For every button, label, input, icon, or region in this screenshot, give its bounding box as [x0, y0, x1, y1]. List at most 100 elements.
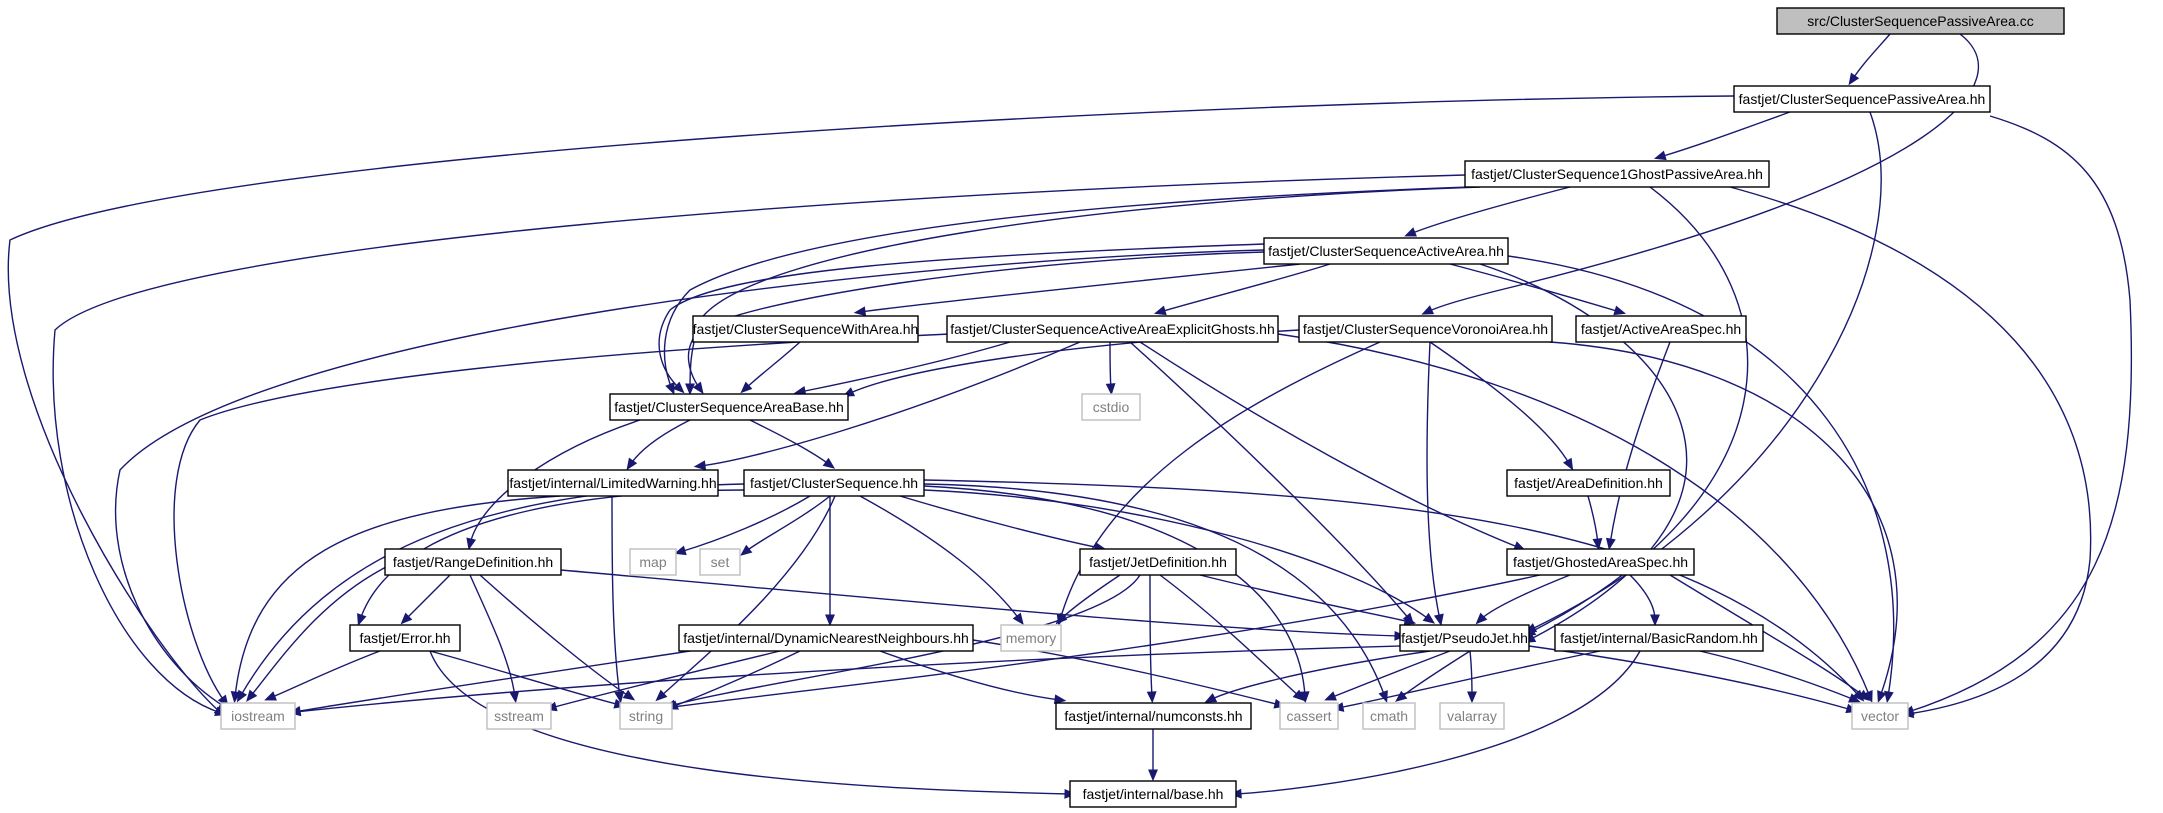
edge-line	[1329, 650, 1451, 699]
edge-line	[429, 650, 1071, 795]
edge-csactive-to-csaaeg	[1153, 263, 1331, 316]
arrow-head-icon	[1395, 690, 1408, 702]
node-label: fastjet/ClusterSequenceActiveArea.hh	[1268, 243, 1504, 259]
node-csvoronoi[interactable]: fastjet/ClusterSequenceVoronoiArea.hh	[1298, 315, 1553, 343]
node-label: fastjet/ActiveAreaSpec.hh	[1581, 321, 1741, 337]
node-box	[1263, 237, 1509, 265]
node-cmath: cmath	[1362, 702, 1416, 730]
edge-line	[749, 419, 831, 466]
arrow-head-icon	[264, 691, 277, 701]
edge-csparea-to-iostream	[7, 95, 1735, 718]
node-box	[220, 702, 296, 730]
node-activeareaspec[interactable]: fastjet/ActiveAreaSpec.hh	[1575, 315, 1747, 343]
edge-line	[1209, 650, 1431, 701]
node-dnn[interactable]: fastjet/internal/DynamicNearestNeighbour…	[678, 624, 974, 652]
arrow-head-icon	[673, 545, 687, 556]
edge-line	[664, 574, 1541, 709]
edge-csaaeg-to-pseudojet	[1129, 341, 1415, 625]
edge-line	[629, 419, 691, 466]
arrow-head-icon	[740, 544, 753, 556]
arrow-head-icon	[1422, 612, 1436, 624]
edge-csactive-to-vector	[1507, 255, 1895, 704]
arrow-head-icon	[1884, 690, 1894, 704]
node-box	[1055, 702, 1252, 730]
edge-line	[1109, 341, 1112, 390]
edge-line	[899, 495, 1101, 549]
arrow-head-icon	[1053, 694, 1067, 705]
edge-line	[1159, 574, 1301, 698]
node-label: fastjet/RangeDefinition.hh	[393, 554, 553, 570]
edge-cs1g-to-csareabase	[663, 186, 1471, 395]
node-csparea[interactable]: fastjet/ClusterSequencePassiveArea.hh	[1733, 85, 1991, 113]
edge-rangedef-to-error	[400, 574, 451, 625]
node-areadef[interactable]: fastjet/AreaDefinition.hh	[1506, 469, 1671, 497]
node-cswitharea[interactable]: fastjet/ClusterSequenceWithArea.hh	[692, 315, 919, 343]
node-csaaeg[interactable]: fastjet/ClusterSequenceActiveAreaExplici…	[946, 315, 1279, 343]
edge-line	[799, 341, 1011, 393]
arrow-head-icon	[1421, 305, 1435, 315]
node-rangedef[interactable]: fastjet/RangeDefinition.hh	[384, 548, 562, 576]
edge-line	[1699, 650, 1856, 701]
edge-line	[1409, 186, 1571, 235]
edge-line	[1139, 341, 1521, 549]
node-box	[1464, 160, 1770, 188]
edge-line	[923, 479, 1861, 698]
arrow-head-icon	[1204, 693, 1218, 703]
edge-line	[1426, 341, 1441, 621]
edge-line	[550, 650, 781, 709]
node-clusterseq[interactable]: fastjet/ClusterSequence.hh	[743, 469, 925, 497]
arrow-head-icon	[1653, 150, 1667, 161]
arrow-head-icon	[853, 306, 867, 317]
node-label: fastjet/PseudoJet.hh	[1401, 630, 1528, 646]
arrow-head-icon	[509, 690, 520, 704]
file-nodes: src/ClusterSequencePassiveArea.cc fastjet…	[220, 7, 2065, 808]
edge-line	[234, 495, 561, 698]
node-label: fastjet/Error.hh	[359, 630, 450, 646]
node-label: string	[629, 708, 663, 724]
node-base[interactable]: fastjet/internal/base.hh	[1069, 780, 1237, 808]
node-root[interactable]: src/ClusterSequencePassiveArea.cc	[1776, 7, 2065, 35]
arrow-head-icon	[1153, 305, 1167, 316]
node-jetdef[interactable]: fastjet/JetDefinition.hh	[1079, 548, 1237, 576]
node-pseudojet[interactable]: fastjet/PseudoJet.hh	[1399, 624, 1530, 652]
edge-line	[1479, 574, 1571, 621]
edge-ghostedarea-to-basicrandom	[1629, 574, 1660, 627]
edge-csactive-to-activeareaspec	[1449, 263, 1627, 316]
node-label: fastjet/ClusterSequencePassiveArea.hh	[1739, 91, 1986, 107]
node-limitedwarning[interactable]: fastjet/internal/LimitedWarning.hh	[507, 469, 719, 497]
edge-line	[114, 249, 1265, 708]
node-csactive[interactable]: fastjet/ClusterSequenceActiveArea.hh	[1263, 237, 1509, 265]
arrow-head-icon	[1403, 615, 1417, 626]
edge-line	[1907, 115, 2133, 713]
edge-root-to-csvoronoi	[1421, 33, 1980, 315]
node-box	[743, 469, 925, 497]
edge-basicrandom-to-vector	[1699, 650, 1861, 703]
node-label: set	[711, 554, 730, 570]
node-box	[1851, 702, 1909, 730]
node-label: fastjet/ClusterSequenceActiveAreaExplici…	[950, 321, 1275, 337]
edge-pseudojet-to-cassert	[1324, 650, 1451, 701]
edge-ghostedarea-to-pseudojet	[1475, 574, 1571, 625]
node-cs1g[interactable]: fastjet/ClusterSequence1GhostPassiveArea…	[1464, 160, 1770, 188]
arrow-head-icon	[685, 383, 695, 396]
node-basicrandom[interactable]: fastjet/internal/BasicRandom.hh	[1554, 624, 1764, 652]
node-csareabase[interactable]: fastjet/ClusterSequenceAreaBase.hh	[609, 393, 849, 421]
arrow-head-icon	[1877, 690, 1887, 703]
edge-error-to-string	[429, 650, 627, 709]
node-error[interactable]: fastjet/Error.hh	[349, 624, 461, 652]
node-box	[1554, 624, 1764, 652]
node-numconsts[interactable]: fastjet/internal/numconsts.hh	[1055, 702, 1252, 730]
edge-rangedef-to-iostream	[246, 564, 391, 702]
node-ghostedarea[interactable]: fastjet/GhostedAreaSpec.hh	[1506, 548, 1695, 576]
edge-cs1g-to-csactive	[1404, 186, 1571, 237]
arrow-head-icon	[626, 457, 638, 471]
node-set: set	[699, 548, 741, 576]
node-label: fastjet/internal/DynamicNearestNeighbour…	[683, 630, 969, 646]
arrow-head-icon	[672, 381, 685, 394]
edge-clusterseq-to-vector	[923, 479, 1865, 702]
node-box	[1079, 548, 1237, 576]
edge-line	[923, 483, 1386, 698]
edge-csactive-to-csareabase	[658, 243, 1265, 394]
arrow-head-icon	[230, 691, 241, 704]
edge-activeareaspec-to-ghostedarea	[1605, 341, 1671, 551]
